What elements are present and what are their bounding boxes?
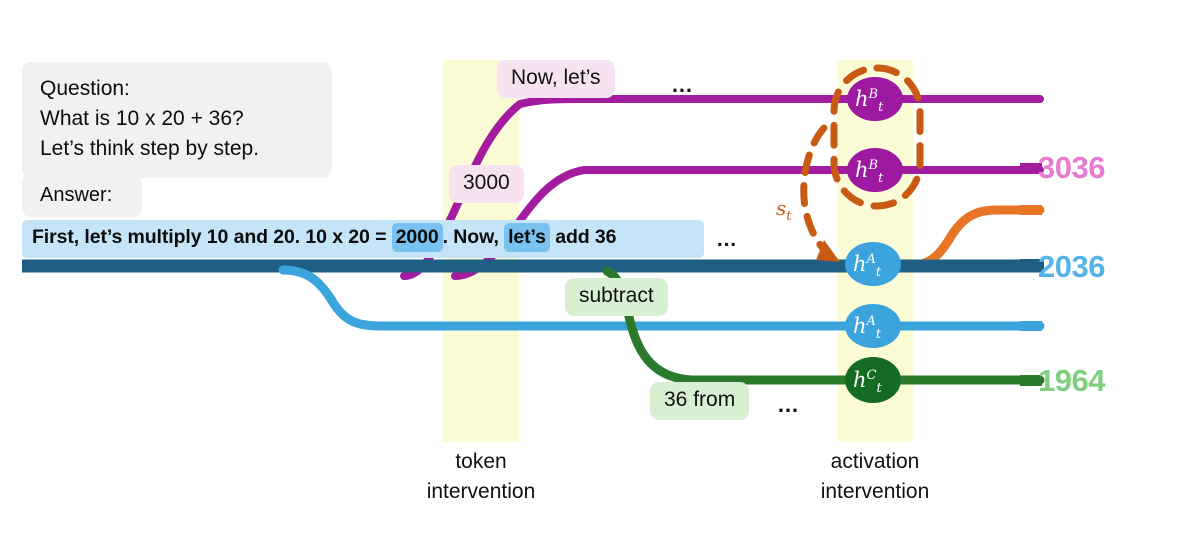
legend-swatch-green [1020,375,1042,386]
node-h-a-main[interactable] [845,242,901,286]
answer-text: First, let’s multiply 10 and 20. 10 x 20… [32,223,617,252]
now-lets-ellipsis: … [671,72,695,97]
answer-bar [22,220,704,258]
value-label-green: 1964 [1038,363,1105,398]
answer-label-box: Answer: [22,174,142,217]
node-h-b-top[interactable] [847,77,903,121]
node-h-b-second[interactable] [847,148,903,192]
node-h-c[interactable] [845,357,901,403]
value-label-blue: 2036 [1038,249,1105,284]
steering-vector-label: st [776,196,792,224]
question-box: Question: What is 10 x 20 + 36? Let’s th… [22,62,332,178]
caption-activation-intervention: activation intervention [820,450,930,503]
answer-ellipsis: … [716,228,738,251]
steering-arrow [800,124,832,258]
activation-intervention-dashed-box [830,64,924,210]
token-chip-now-lets[interactable]: Now, let’s [497,60,615,98]
thirtysix-from-ellipsis: … [777,392,801,417]
legend-swatch-light-blue [1020,321,1042,331]
legend-swatch-dark-blue [1020,259,1044,272]
token-chip-36-from[interactable]: 36 from [650,382,750,420]
light-blue-wire [278,265,1045,331]
answer-highlight-2000[interactable]: 2000 [391,223,443,252]
token-chip-3000[interactable]: 3000 [449,165,524,203]
answer-segment-2: . Now, [442,226,505,248]
legend-swatch-purple [1020,163,1042,174]
legend-swatch-orange [1020,205,1042,215]
answer-highlight-lets[interactable]: let’s [504,223,550,252]
value-label-purple: 3036 [1038,150,1105,185]
token-chip-subtract[interactable]: subtract [565,278,668,316]
steering-arrowhead [816,240,840,262]
caption-token-intervention: token intervention [426,450,536,503]
answer-segment-1: First, let’s multiply 10 and 20. 10 x 20… [32,226,392,248]
orange-wire [900,205,1045,271]
answer-segment-3: add 36 [549,226,617,248]
node-h-a-second[interactable] [845,304,901,348]
